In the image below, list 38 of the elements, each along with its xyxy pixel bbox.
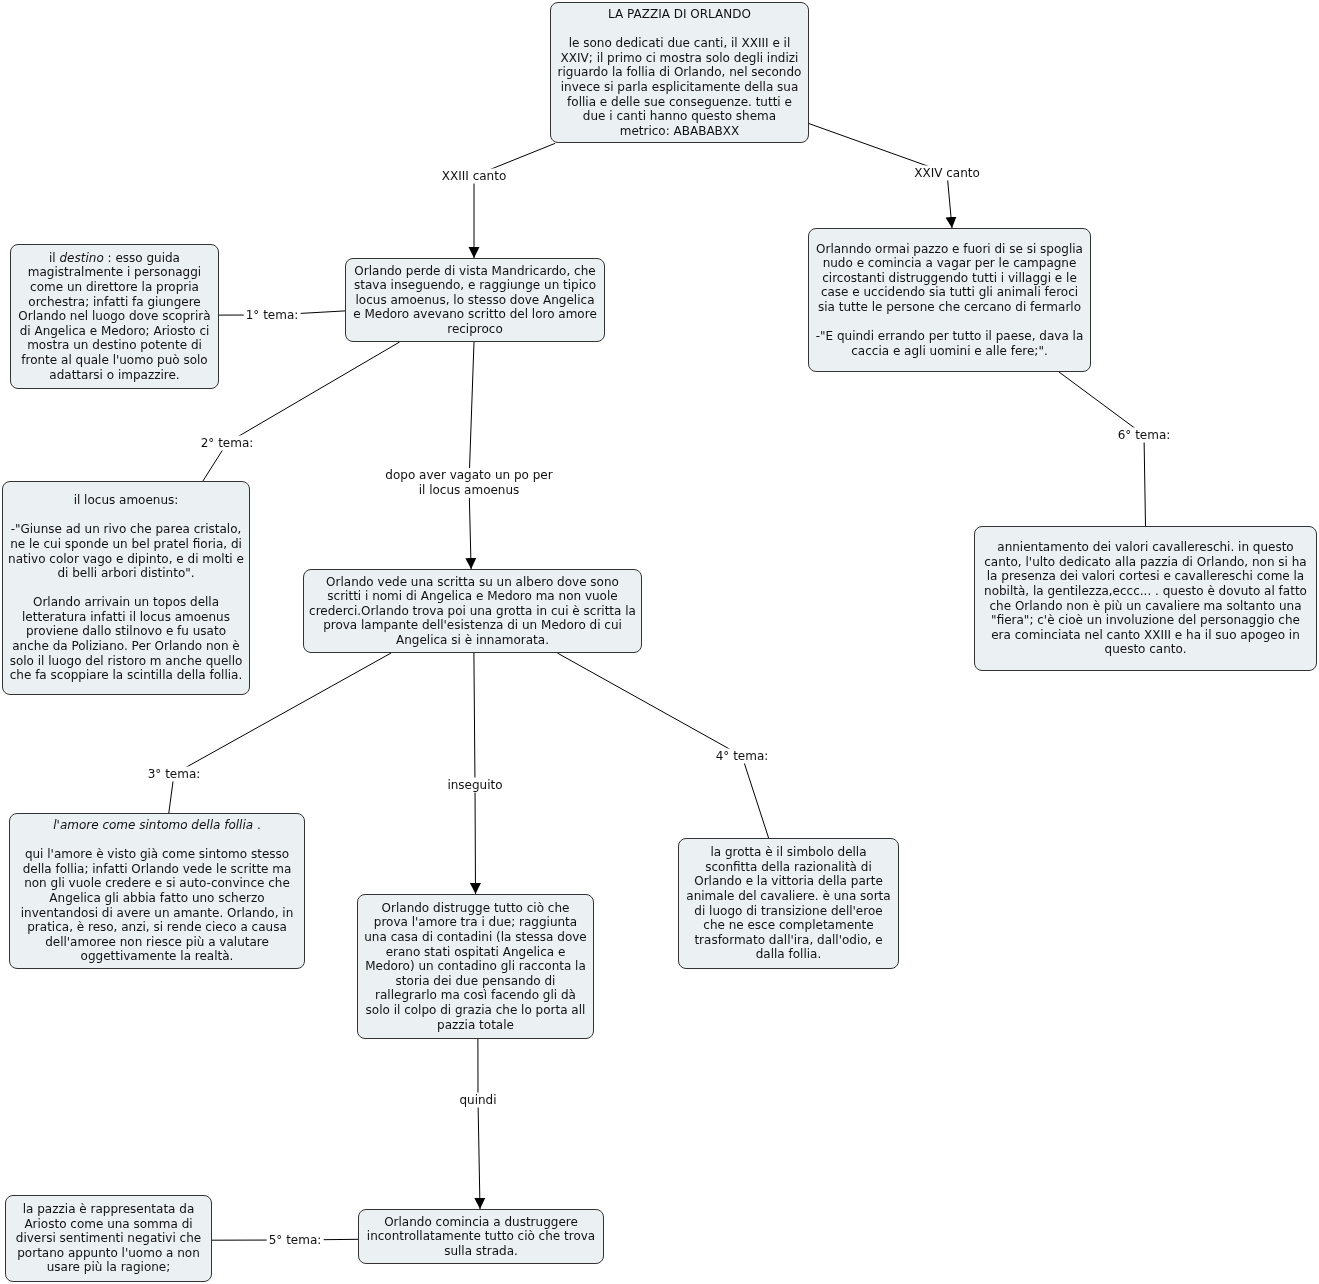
- concept-text: Orlando distrugge tutto ciò che prova l'amore tra i due; raggiunta una casa di contadini (la stessa dove erano stati ospitati Angelica e Medoro) un contadino gli racconta la storia dei due pensando di rallegrarlo ma così facendo gli dà solo il colpo di grazia che lo porta all pazzia totale: [363, 900, 588, 1033]
- concept-text: -"E quindi errando per tutto il paese, dava la caccia e agli uomini e alle fere;".: [814, 329, 1085, 359]
- concept-text: qui l'amore è visto già come sintomo stesso della follia; infatti Orlando vede le scritte ma non gli vuole credere e si auto-convince che Angelica gli abbia fatto uno scherzo inventandosi di avere un amante. Orlando, in pratica, è reso, anzi, si rende cieco a causa dell'amoree non riesce più a valutare oggettivamente la realtà.: [19, 847, 295, 964]
- edge-label: XXIII canto: [439, 168, 509, 184]
- concept-text: il locus amoenus:: [73, 493, 179, 508]
- concept-text: -"Giunse ad un rivo che parea cristalo, ne le cui sponde un bel pratel fioria, di nativo color vago e dipinto, e di molti e di belli arbori distinto".: [8, 522, 244, 581]
- edge-label: inseguito: [445, 777, 505, 793]
- connector-line: [1058, 371, 1146, 527]
- concept-box: [303, 569, 642, 653]
- concept-box: [358, 1209, 604, 1264]
- connector-line: [168, 652, 392, 814]
- edge-label: quindi: [457, 1092, 499, 1108]
- concept-text: Orlando arrivain un topos della letteratura infatti il locus amoenus proviene dallo stilnovo e fu usato anche da Poliziano. Per Orlando non è solo il luogo del ristoro m anche quello che fa scoppiare la scintilla della follia.: [8, 595, 244, 683]
- concept-text: annientamento dei valori cavallereschi. in questo canto, l'ulto dedicato alla pazzia di Orlando, non si ha la presenza dei valori cortesi e cavallereschi come la nobiltà, la gentilezza,eccc... . questo è dovuto al fatto che Orlando non è più un cavaliere ma soltanto una "fiera"; c'è cioè un involuzione del personaggio che era cominciata nel canto XXIII e ha il suo apogeo in questo canto.: [983, 540, 1308, 657]
- arrow: [469, 652, 481, 895]
- edge-label: dopo aver vagato un po per il locus amoenus: [382, 468, 556, 498]
- concept-text: le sono dedicati due canti, il XXIII e il XXIV; il primo ci mostra solo degli indizi riguardo la follia di Orlando, nel secondo invece si parla esplicitamente della sua follia e delle sue conseguenze. tutti e due i canti hanno questo shema metrico: ABABABXX: [556, 36, 803, 139]
- connector-line: [202, 341, 401, 482]
- map-heading: LA PAZZIA DI ORLANDO: [608, 7, 751, 22]
- concept-text: l'amore come sintomo della follia .: [53, 818, 261, 833]
- arrow: [474, 1038, 486, 1210]
- concept-box: [345, 258, 605, 342]
- concept-text: il destino : esso guida magistralmente i personaggi come un direttore la propria orchestra; infatti fa giungere Orlando nel luogo dove scoprirà di Angelica e Medoro; Ariosto ci mostra un destino potente di fronte al quale l'uomo può solo adattarsi o impazzire.: [17, 250, 212, 383]
- concept-box: [808, 228, 1091, 372]
- concept-text: la pazzia è rappresentata da Ariosto come una somma di diversi sentimenti negativi che portano appunto l'uomo a non usare più la ragione;: [14, 1202, 203, 1275]
- concept-box: [2, 481, 250, 695]
- concept-text: Orlando vede una scritta su un albero dove sono scritti i nomi di Angelica e Medoro ma non vuole crederci.Orlando trova poi una grotta in cui è scritta la prova lampante dell'esistenza di un Medoro di cui Angelica si è innamorata.: [309, 574, 636, 648]
- concept-text: Orlando comincia a dustruggere incontrollatamente tutto ciò che trova sulla strada.: [365, 1214, 597, 1259]
- concept-box: [974, 526, 1317, 671]
- concept-box: [550, 2, 809, 144]
- connector-line: [556, 652, 770, 839]
- concept-box: [5, 1195, 212, 1282]
- concept-text: Orlanndo ormai pazzo e fuori di se si spoglia nudo e comincia a vagar per le campagne circostanti distruggendo tutti i villaggi e le case e uccidendo sia tutti gli animali feroci sia tutte le persone che cercano di fermarlo: [815, 241, 1084, 315]
- concept-box: [678, 838, 899, 969]
- concept-box: [9, 813, 305, 969]
- edge-label: XXIV canto: [912, 165, 982, 181]
- concept-text: la grotta è il simbolo della sconfitta della razionalità di Orlando e la vittoria della parte animale del cavaliere. è una sorta di luogo di transizione dell'eroe che ne esce completamente trasformato dall'ira, dall'odio, e dalla follia.: [685, 845, 892, 962]
- concept-text: Orlando perde di vista Mandricardo, che stava inseguendo, e raggiunge un tipico locus amoenus, lo stesso dove Angelica e Medoro avevano scritto del loro amore reciproco: [352, 263, 598, 337]
